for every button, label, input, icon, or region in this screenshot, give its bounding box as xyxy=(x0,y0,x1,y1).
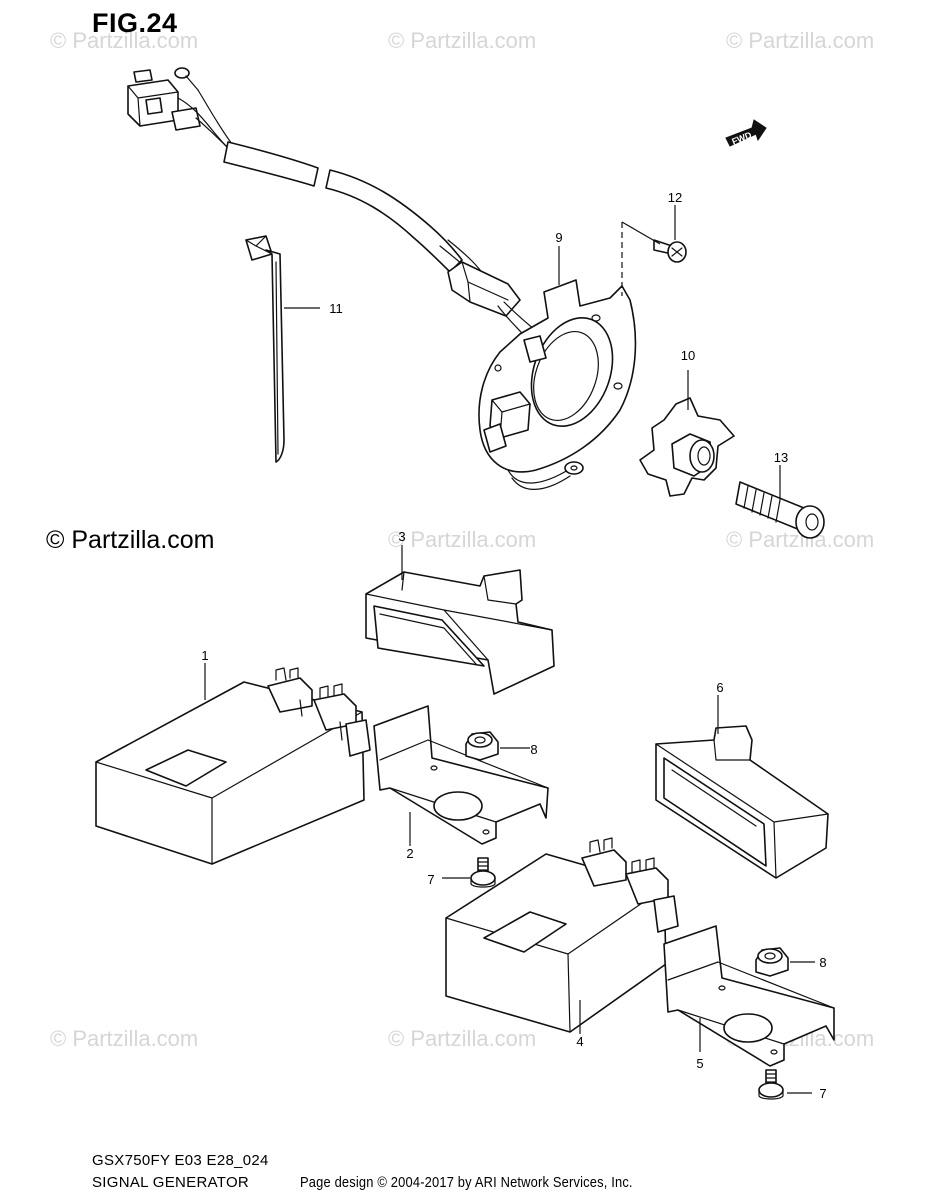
watermark: © Partzilla.com xyxy=(50,1026,199,1051)
bolt-upper xyxy=(470,857,496,888)
nut-upper xyxy=(465,731,499,761)
callout-11: 11 xyxy=(329,301,343,316)
callout-12: 12 xyxy=(668,190,682,205)
bracket-lower xyxy=(663,925,835,1067)
callout-numbers: 1 2 3 4 5 6 7 7 8 8 9 10 11 12 13 xyxy=(201,190,826,1101)
nut-lower xyxy=(755,947,789,977)
watermark: © Partzilla.com xyxy=(388,28,537,53)
cover-lower xyxy=(655,725,829,879)
rotor-bolt xyxy=(735,481,825,539)
cover-upper xyxy=(365,569,555,695)
callout-9: 9 xyxy=(555,230,562,245)
callout-6: 6 xyxy=(716,680,723,695)
callout-7-upper: 7 xyxy=(427,872,434,887)
fwd-label: FWD xyxy=(730,130,753,147)
bolt-lower xyxy=(758,1069,784,1100)
callout-3: 3 xyxy=(398,529,405,544)
bracket-upper xyxy=(373,705,549,845)
forward-arrow-icon: FWD xyxy=(725,119,767,147)
leader-lines xyxy=(204,205,815,1094)
figure-label: FIG.24 xyxy=(92,8,178,38)
callout-13: 13 xyxy=(774,450,788,465)
callout-7-lower: 7 xyxy=(819,1086,826,1101)
model-code: GSX750FY E03 E28_024 xyxy=(92,1152,269,1169)
callout-8-lower: 8 xyxy=(819,955,826,970)
callout-4: 4 xyxy=(576,1034,583,1049)
rotor xyxy=(639,397,735,497)
callout-1: 1 xyxy=(201,648,208,663)
control-unit-small xyxy=(445,837,679,1033)
watermark: © Partzilla.com xyxy=(388,527,537,552)
copyright-text: © Partzilla.com xyxy=(46,526,215,554)
callout-8-upper: 8 xyxy=(530,742,537,757)
figure-title: SIGNAL GENERATOR xyxy=(92,1174,250,1191)
callout-10: 10 xyxy=(681,348,695,363)
watermark: © Partzilla.com xyxy=(50,28,199,53)
cable-clamp xyxy=(245,235,285,463)
callout-2: 2 xyxy=(406,846,413,861)
wire-harness xyxy=(127,67,584,490)
control-unit-large xyxy=(95,667,371,865)
page-credit: Page design © 2004-2017 by ARI Network S… xyxy=(300,1174,633,1191)
watermark: © Partzilla.com xyxy=(388,1026,537,1051)
screw xyxy=(621,221,687,263)
watermark: © Partzilla.com xyxy=(726,28,875,53)
signal-generator-plate xyxy=(478,222,637,473)
callout-5: 5 xyxy=(696,1056,703,1071)
